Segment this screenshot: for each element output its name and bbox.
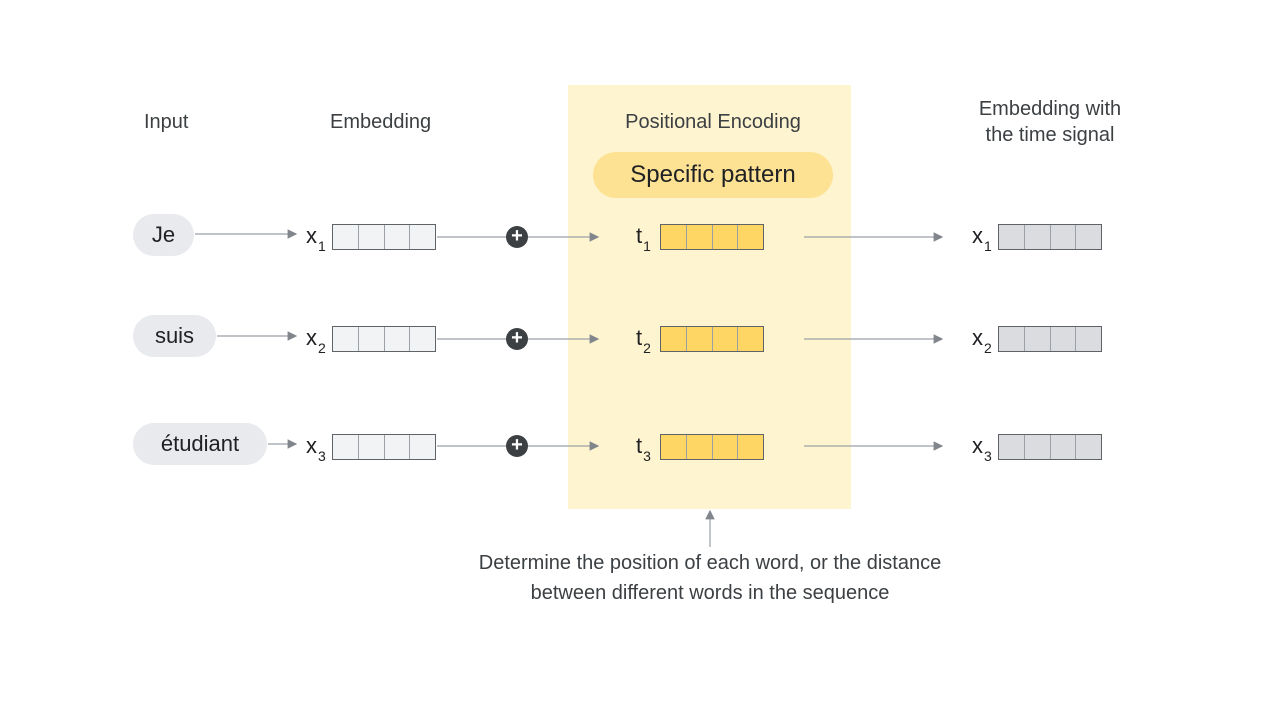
- var-subscript: 1: [643, 238, 651, 254]
- var-subscript: 3: [643, 448, 651, 464]
- footnote-line1: Determine the position of each word, or …: [478, 552, 942, 574]
- word-pill-je: Je: [133, 214, 194, 256]
- header-embedding-time-signal: Embedding with the time signal: [950, 96, 1150, 148]
- embedding-vector-2: [332, 326, 436, 352]
- output-var-x1: x1: [972, 223, 992, 259]
- var-letter: x: [306, 325, 317, 350]
- output-vector-1: [998, 224, 1102, 250]
- var-letter: t: [636, 433, 643, 458]
- footnote: Determine the position of each word, or …: [430, 548, 990, 608]
- specific-pattern-pill: Specific pattern: [593, 152, 833, 198]
- var-letter: t: [636, 223, 643, 248]
- encoding-var-t3: t3: [636, 433, 651, 469]
- var-subscript: 2: [643, 340, 651, 356]
- footnote-line2: between different words in the sequence: [530, 582, 890, 604]
- var-letter: x: [306, 433, 317, 458]
- encoding-var-t1: t1: [636, 223, 651, 259]
- word-pill-etudiant: étudiant: [133, 423, 267, 465]
- var-subscript: 2: [984, 340, 992, 356]
- var-letter: x: [972, 223, 983, 248]
- var-subscript: 1: [318, 238, 326, 254]
- encoding-vector-1: [660, 224, 764, 250]
- var-subscript: 3: [318, 448, 326, 464]
- var-subscript: 2: [318, 340, 326, 356]
- header-embedding: Embedding: [330, 111, 432, 133]
- embedding-vector-1: [332, 224, 436, 250]
- encoding-var-t2: t2: [636, 325, 651, 361]
- header-embedding-time-line1: Embedding with: [978, 98, 1122, 120]
- embedding-var-x2: x2: [306, 325, 326, 361]
- word-pill-suis: suis: [133, 315, 216, 357]
- header-positional-encoding: Positional Encoding: [625, 111, 801, 133]
- output-vector-2: [998, 326, 1102, 352]
- embedding-vector-3: [332, 434, 436, 460]
- var-letter: x: [972, 325, 983, 350]
- var-letter: x: [306, 223, 317, 248]
- plus-icon-3: +: [506, 435, 528, 457]
- var-subscript: 1: [984, 238, 992, 254]
- plus-icon-2: +: [506, 328, 528, 350]
- var-letter: t: [636, 325, 643, 350]
- encoding-vector-2: [660, 326, 764, 352]
- var-letter: x: [972, 433, 983, 458]
- output-var-x3: x3: [972, 433, 992, 469]
- output-vector-3: [998, 434, 1102, 460]
- embedding-var-x3: x3: [306, 433, 326, 469]
- header-input: Input: [144, 111, 189, 133]
- output-var-x2: x2: [972, 325, 992, 361]
- header-embedding-time-line2: the time signal: [985, 124, 1115, 146]
- plus-icon-1: +: [506, 226, 528, 248]
- encoding-vector-3: [660, 434, 764, 460]
- var-subscript: 3: [984, 448, 992, 464]
- embedding-var-x1: x1: [306, 223, 326, 259]
